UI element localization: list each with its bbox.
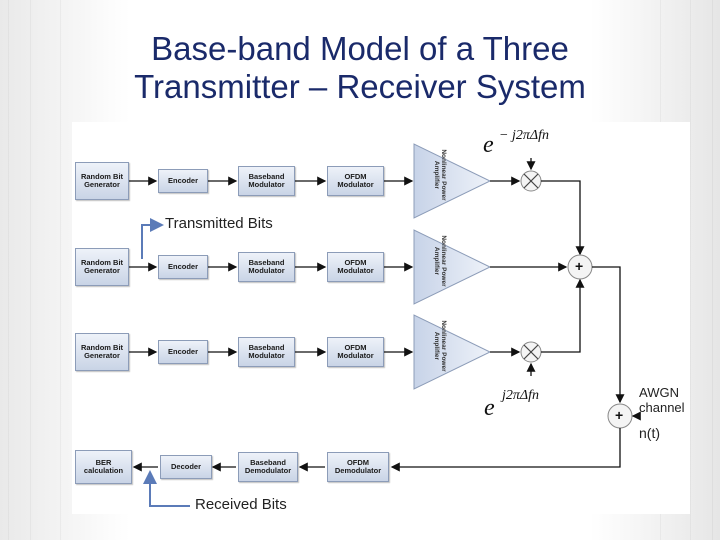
ofdm-demodulator: OFDM Demodulator xyxy=(327,452,389,482)
title-line-1: Base-band Model of a Three xyxy=(151,30,569,67)
wire-r3-to-sum xyxy=(541,278,585,353)
sum-sign-1: + xyxy=(575,258,584,274)
baseband-demodulator: Baseband Demodulator xyxy=(238,452,298,482)
wire-r1-to-sum xyxy=(541,180,585,256)
amplifier-triangle-1 xyxy=(413,143,492,219)
encoder-3: Encoder xyxy=(158,340,208,364)
phase-negative-base: e xyxy=(483,132,494,158)
ber-calculation: BER calculation xyxy=(75,450,132,484)
block-diagram: Random Bit Generator Encoder Baseband Mo… xyxy=(72,122,690,514)
amplifier-triangle-2 xyxy=(413,229,492,305)
wire-sum-to-channel xyxy=(592,266,625,404)
random-bit-generator-1: Random Bit Generator xyxy=(75,162,129,200)
amplifier-label-2: Nonlinear Power Amplifier xyxy=(433,235,447,287)
received-bits-arrow xyxy=(149,473,190,507)
decoder: Decoder xyxy=(160,455,212,479)
encoder-2: Encoder xyxy=(158,255,208,279)
amplifier-label-1: Nonlinear Power Amplifier xyxy=(433,149,447,201)
ofdm-modulator-3: OFDM Modulator xyxy=(327,337,384,367)
baseband-modulator-3: Baseband Modulator xyxy=(238,337,295,367)
received-bits-label: Received Bits xyxy=(195,496,287,513)
sum-sign-2: + xyxy=(615,407,624,423)
awgn-channel-label: AWGN channel xyxy=(639,385,685,415)
phase-positive-exponent: j2πΔfn xyxy=(502,388,540,403)
title-line-2: Transmitter – Receiver System xyxy=(134,68,586,105)
amplifier-label-3: Nonlinear Power Amplifier xyxy=(433,320,447,372)
wire-channel-to-demod xyxy=(390,428,621,472)
random-bit-generator-3: Random Bit Generator xyxy=(75,333,129,371)
diagram-connections xyxy=(129,143,641,507)
ofdm-modulator-2: OFDM Modulator xyxy=(327,252,384,282)
transmitted-bits-label: Transmitted Bits xyxy=(165,215,273,232)
phase-positive-base: e xyxy=(484,395,495,421)
random-bit-generator-2: Random Bit Generator xyxy=(75,248,129,286)
slide-title: Base-band Model of a Three Transmitter –… xyxy=(90,30,630,106)
amplifier-triangle-3 xyxy=(413,314,492,390)
encoder-1: Encoder xyxy=(158,169,208,193)
baseband-modulator-1: Baseband Modulator xyxy=(238,166,295,196)
transmitted-bits-arrow xyxy=(141,218,164,259)
ofdm-modulator-1: OFDM Modulator xyxy=(327,166,384,196)
noise-label: n(t) xyxy=(639,425,660,441)
phase-negative-exponent: − j2πΔfn xyxy=(499,128,549,143)
baseband-modulator-2: Baseband Modulator xyxy=(238,252,295,282)
